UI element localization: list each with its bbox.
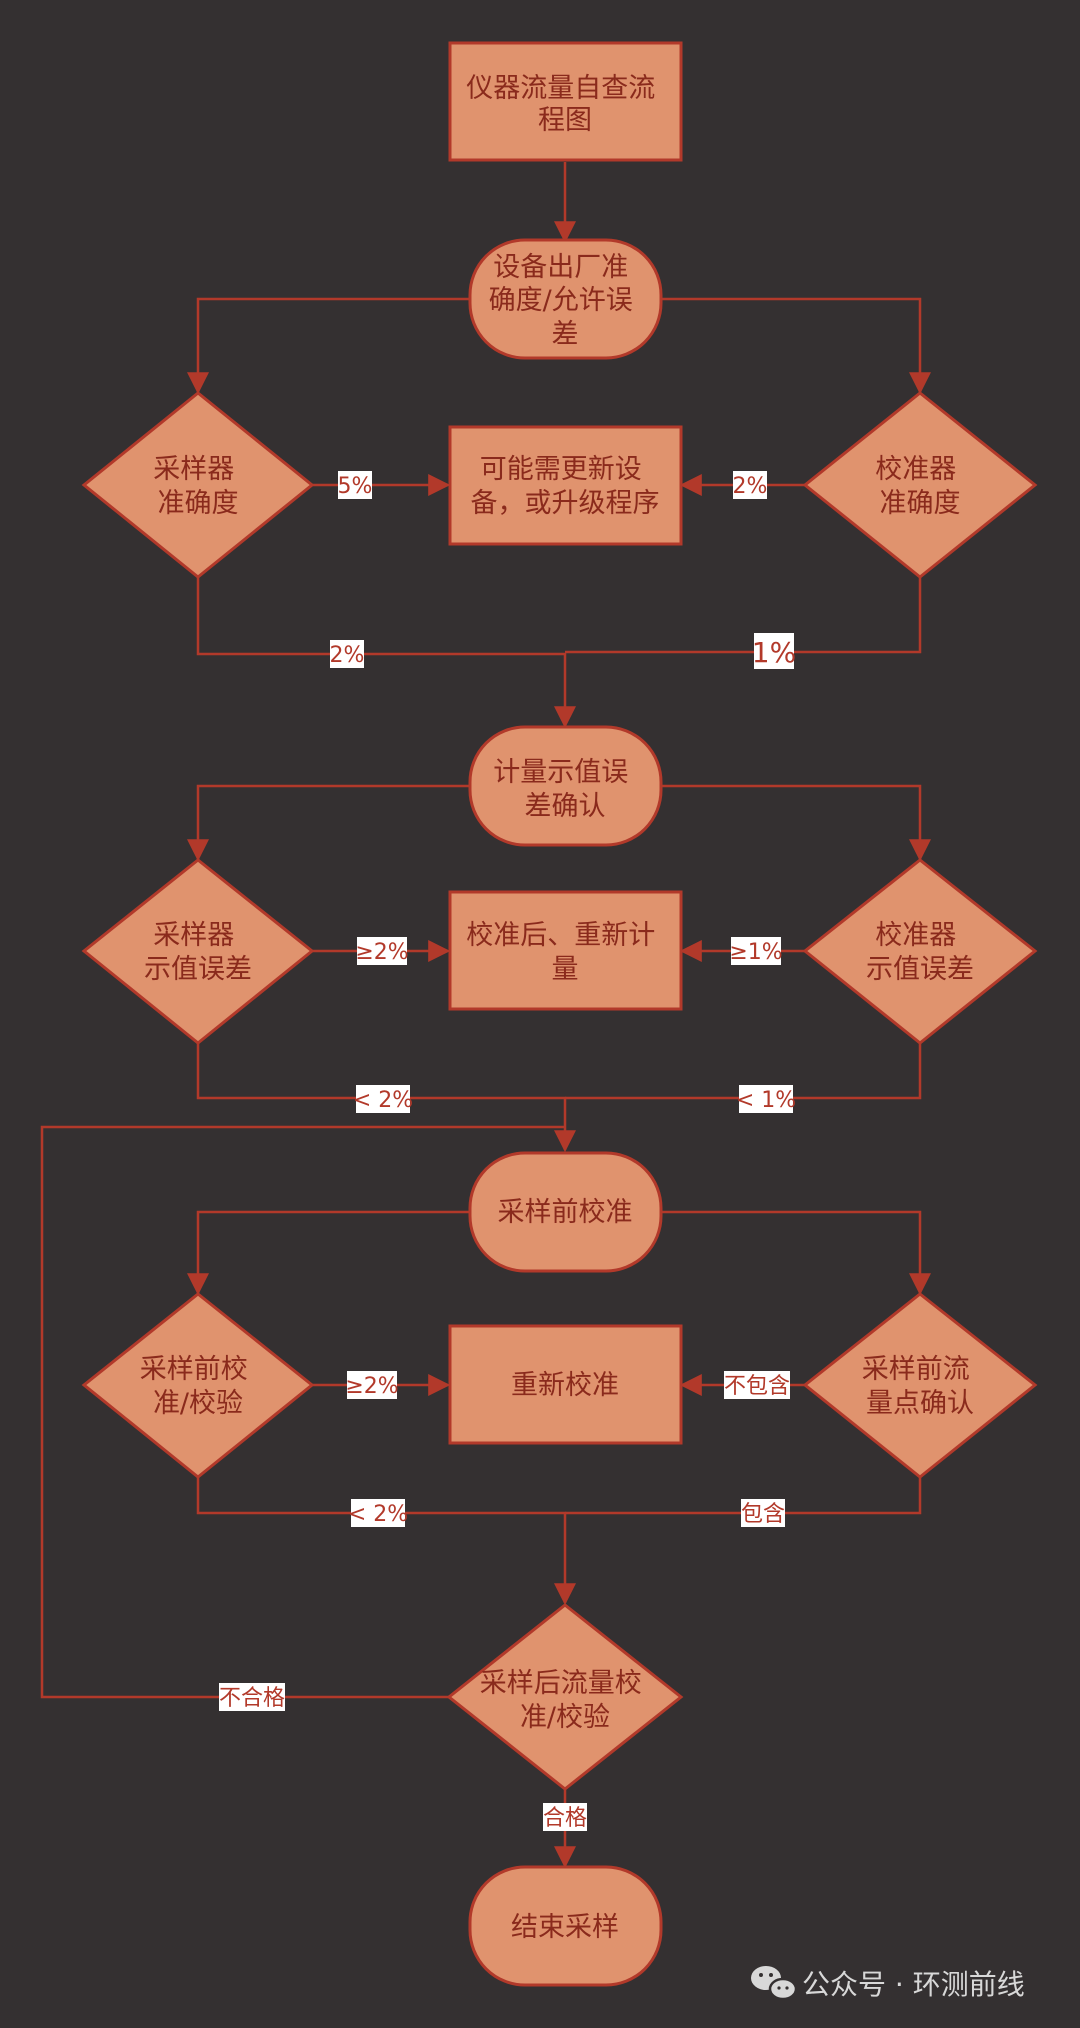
metering-label: 计量示值误 差确认 <box>493 757 637 822</box>
edge-label-calib-2: 2% <box>733 471 768 499</box>
edge-flowpoint-postcheck <box>565 1477 922 1515</box>
edge-calib-metering <box>565 577 922 654</box>
calibrator-error-node <box>802 858 1038 1045</box>
svg-text:5%: 5% <box>338 474 373 499</box>
remeasure-label: 校准后、重新计 量 <box>466 920 664 985</box>
edge-label-sampler-2: 2% <box>330 640 365 668</box>
metering-node <box>468 725 663 847</box>
edge-sampler-metering <box>196 577 576 729</box>
pre-calibration-label: 采样前校准 <box>498 1197 633 1228</box>
pre-check-label: 采样前校 准/校验 <box>140 1354 257 1419</box>
update-label: 可能需更新设 备，或升级程序 <box>471 454 660 519</box>
recalibrate-label: 重新校准 <box>511 1370 619 1401</box>
svg-text:< 2%: < 2% <box>348 1502 408 1527</box>
edge-label-sampler-5: 5% <box>338 471 373 499</box>
svg-text:≥2%: ≥2% <box>355 940 408 965</box>
svg-text:≥2%: ≥2% <box>345 1374 398 1399</box>
calibrator-accuracy-label: 校准器 准确度 <box>875 454 965 519</box>
edge-label-calib-lt1: < 1% <box>736 1085 796 1113</box>
edge-metering-sampler <box>187 784 469 862</box>
post-check-label: 采样后流量校 准/校验 <box>480 1668 651 1733</box>
start-node <box>448 41 683 162</box>
end-label: 结束采样 <box>511 1912 619 1943</box>
edge-label-calib-1: 1% <box>752 633 796 669</box>
svg-text:不合格: 不合格 <box>219 1686 285 1711</box>
factory-node <box>468 238 663 360</box>
flow-point-label: 采样前流 量点确认 <box>862 1354 979 1419</box>
sampler-error-label: 采样器 示值误差 <box>144 920 252 985</box>
edge-label-pass: 合格 <box>543 1803 587 1831</box>
svg-text:2%: 2% <box>330 643 365 668</box>
edge-label-pre-ge2: ≥2% <box>345 1371 399 1399</box>
remeasure-node <box>448 890 683 1011</box>
sampler-accuracy-label: 采样器 准确度 <box>153 454 243 519</box>
svg-text:不包含: 不包含 <box>724 1374 790 1399</box>
watermark-text: 公众号 · 环测前线 <box>802 1968 1025 2001</box>
svg-text:1%: 1% <box>752 636 796 669</box>
svg-text:包含: 包含 <box>741 1502 785 1527</box>
pre-check-node <box>81 1292 315 1479</box>
edge-label-not-include: 不包含 <box>724 1371 790 1399</box>
recalibrate-node <box>448 1324 683 1445</box>
edge-metering-calib <box>661 784 931 862</box>
calibrator-accuracy-node <box>802 391 1038 579</box>
edge-label-include: 包含 <box>741 1499 785 1527</box>
post-check-node <box>446 1603 684 1791</box>
sampler-error-node <box>81 858 315 1045</box>
edge-label-fail: 不合格 <box>219 1683 285 1711</box>
end-node <box>468 1865 663 1987</box>
edge-precheck-postcheck <box>196 1477 576 1606</box>
edge-calib-precalib <box>565 1043 922 1100</box>
pre-calibration-node <box>468 1151 663 1273</box>
svg-text:< 2%: < 2% <box>353 1088 413 1113</box>
edge-factory-sampler <box>187 297 469 395</box>
update-node <box>448 425 683 546</box>
svg-text:< 1%: < 1% <box>736 1088 796 1113</box>
calibrator-error-label: 校准器 示值误差 <box>866 920 974 985</box>
svg-text:≥1%: ≥1% <box>729 940 782 965</box>
edge-label-sampler-lt2: < 2% <box>353 1085 413 1113</box>
edge-label-calib-ge1: ≥1% <box>729 937 783 965</box>
edge-factory-calib <box>661 297 931 395</box>
wechat-icon <box>751 1966 798 2001</box>
start-label: 仪器流量自查流 程图 <box>466 73 664 136</box>
edge-precalib-precheck <box>187 1210 469 1296</box>
svg-text:2%: 2% <box>733 474 768 499</box>
flow-point-node <box>802 1292 1038 1479</box>
edge-label-pre-lt2: < 2% <box>348 1499 408 1527</box>
sampler-accuracy-node <box>81 391 315 579</box>
svg-text:合格: 合格 <box>543 1806 587 1831</box>
edge-precalib-flowpoint <box>661 1210 931 1296</box>
factory-label: 设备出厂准 确度/允许误 差 <box>489 252 642 350</box>
edge-label-sampler-ge2: ≥2% <box>355 937 409 965</box>
watermark: 公众号 · 环测前线 <box>751 1966 1025 2001</box>
